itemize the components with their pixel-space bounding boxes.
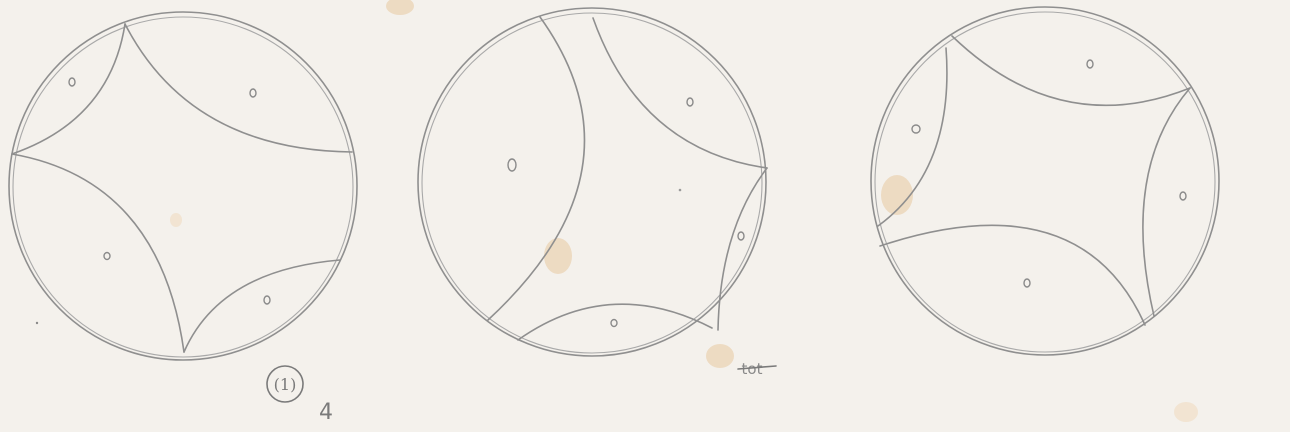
figure-2-point xyxy=(738,232,744,240)
figure-1-inner-circle xyxy=(13,17,353,357)
figure-3-point xyxy=(1024,279,1030,287)
figure-1-label: (1) 4 xyxy=(267,366,333,425)
figure-1-arc xyxy=(12,24,125,154)
suffix-mark: 4 xyxy=(319,400,333,425)
figure-2-point xyxy=(687,98,693,106)
figure-2-arc xyxy=(488,17,584,320)
stain xyxy=(386,0,414,15)
figure-1-arc xyxy=(184,260,340,352)
figure-1-point xyxy=(104,253,110,260)
circled-number: (1) xyxy=(274,375,297,394)
figure-3 xyxy=(871,7,1219,355)
stain xyxy=(170,213,182,227)
figure-3-point xyxy=(1180,192,1186,200)
figure-2-arc xyxy=(518,304,712,340)
figure-2-point xyxy=(508,159,516,171)
figure-1-outer-circle xyxy=(9,12,357,360)
paper-stains xyxy=(170,0,1198,422)
stain xyxy=(1174,402,1198,422)
figure-2-inner-circle xyxy=(422,13,762,353)
stain xyxy=(706,344,734,368)
figure-1-point xyxy=(69,78,75,86)
figure-1-point xyxy=(264,296,270,304)
figure-2-arc xyxy=(718,168,767,330)
figure-1 xyxy=(9,12,357,360)
figure-2-mark xyxy=(679,189,682,192)
figure-2-outer-circle xyxy=(418,8,766,356)
stain xyxy=(544,238,572,274)
figure-2 xyxy=(418,8,767,356)
figure-3-inner-circle xyxy=(875,12,1215,352)
figure-2-scribble: tot xyxy=(738,360,776,378)
figure-3-point xyxy=(912,125,920,133)
figure-1-arc xyxy=(125,24,352,152)
pencil-dot xyxy=(36,322,38,324)
figure-2-point xyxy=(611,320,617,327)
figure-1-point xyxy=(250,89,256,97)
figure-3-outer-circle xyxy=(871,7,1219,355)
figure-3-arc xyxy=(880,225,1145,325)
figure-3-point xyxy=(1087,60,1093,68)
